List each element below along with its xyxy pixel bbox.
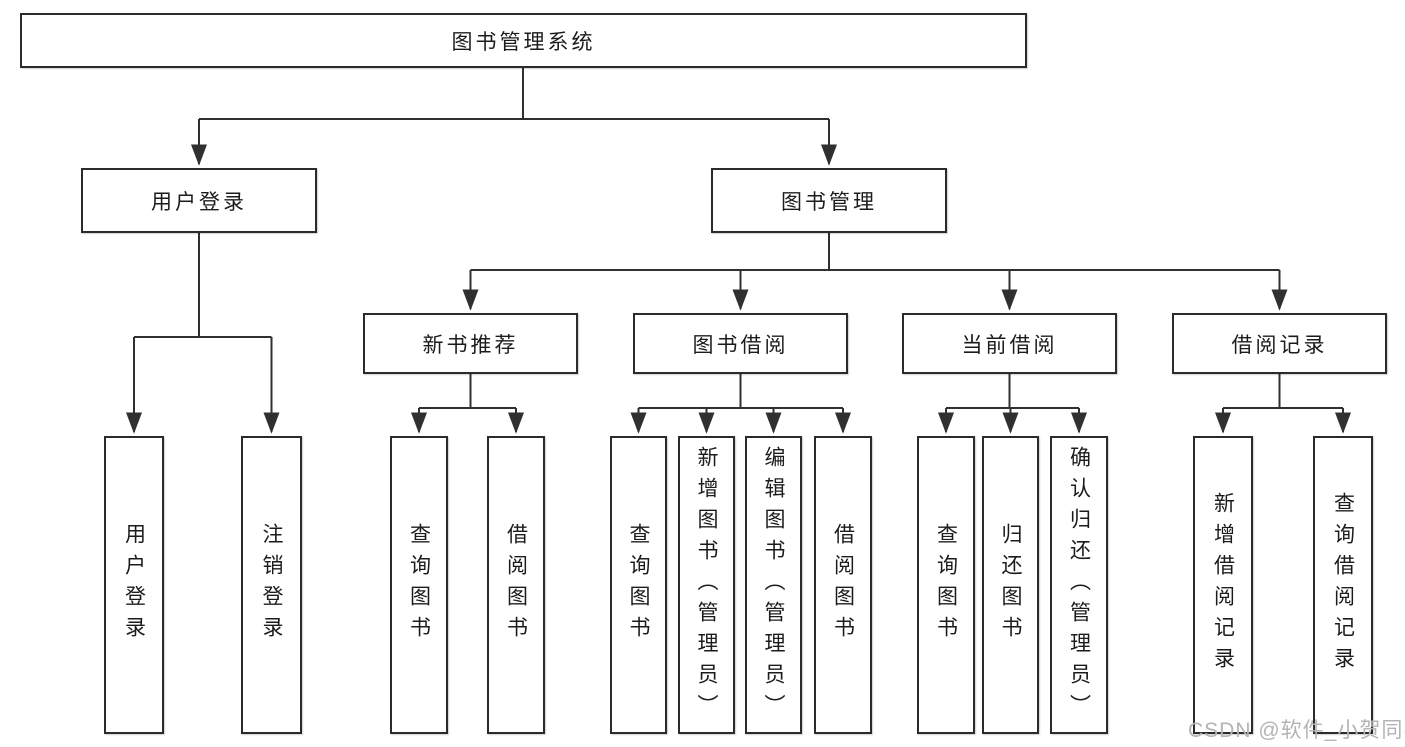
leaf-label: 查询图书 bbox=[627, 523, 650, 647]
node-new-book-recommend: 新书推荐 bbox=[363, 313, 578, 374]
leaf-edit-books-admin: 编辑图书（管理员） bbox=[745, 436, 802, 734]
leaf-query-books-borrow: 查询图书 bbox=[610, 436, 667, 734]
csdn-watermark: CSDN @软件_小贺同学 bbox=[1188, 719, 1405, 742]
leaf-query-books-recommend: 查询图书 bbox=[390, 436, 448, 734]
leaf-label: 查询图书 bbox=[934, 523, 958, 647]
leaf-label: 新增图书（管理员） bbox=[695, 445, 718, 725]
leaf-add-books-admin: 新增图书（管理员） bbox=[678, 436, 735, 734]
leaf-user-login: 用户登录 bbox=[104, 436, 164, 734]
leaf-query-borrow-record: 查询借阅记录 bbox=[1313, 436, 1373, 734]
leaf-confirm-return-admin: 确认归还（管理员） bbox=[1050, 436, 1108, 734]
leaf-label: 查询借阅记录 bbox=[1331, 492, 1355, 678]
leaf-label: 新增借阅记录 bbox=[1211, 492, 1235, 678]
node-user-login: 用户登录 bbox=[81, 168, 317, 233]
node-book-borrow: 图书借阅 bbox=[633, 313, 848, 374]
leaf-add-borrow-record: 新增借阅记录 bbox=[1193, 436, 1253, 734]
leaf-borrow-books-recommend: 借阅图书 bbox=[487, 436, 545, 734]
node-borrow-records: 借阅记录 bbox=[1172, 313, 1387, 374]
leaf-borrow-books: 借阅图书 bbox=[814, 436, 872, 734]
leaf-query-books-current: 查询图书 bbox=[917, 436, 975, 734]
leaf-label: 用户登录 bbox=[122, 523, 146, 647]
leaf-label: 借阅图书 bbox=[831, 523, 855, 647]
node-current-borrow: 当前借阅 bbox=[902, 313, 1117, 374]
node-book-management: 图书管理 bbox=[711, 168, 947, 233]
leaf-label: 确认归还（管理员） bbox=[1067, 445, 1091, 725]
leaf-label: 归还图书 bbox=[999, 523, 1022, 647]
leaf-label: 借阅图书 bbox=[504, 523, 528, 647]
leaf-label: 注销登录 bbox=[260, 523, 283, 647]
leaf-return-books: 归还图书 bbox=[982, 436, 1039, 734]
leaf-label: 查询图书 bbox=[407, 523, 431, 647]
leaf-logout: 注销登录 bbox=[241, 436, 302, 734]
leaf-label: 编辑图书（管理员） bbox=[762, 445, 785, 725]
node-library-system: 图书管理系统 bbox=[20, 13, 1027, 68]
